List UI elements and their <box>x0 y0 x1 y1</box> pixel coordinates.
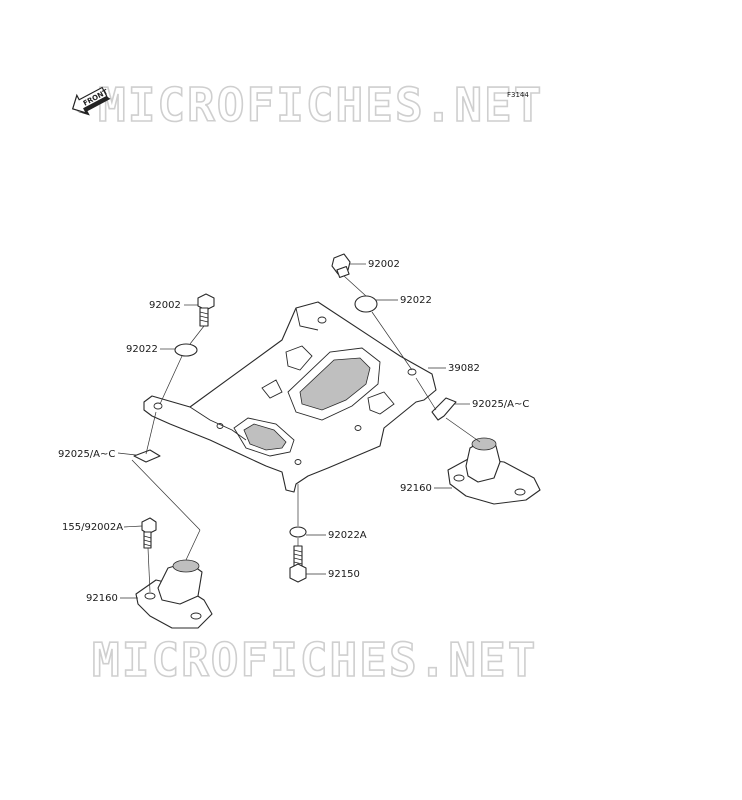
callout-92025-right: 92025/A~C <box>472 399 529 410</box>
clip-92025-right <box>431 397 457 421</box>
bolt-155-92002a <box>141 517 157 549</box>
callout-92022-top: 92022 <box>400 295 432 306</box>
leader-lines <box>117 263 470 599</box>
callout-92025-left: 92025/A~C <box>58 449 115 460</box>
callout-92002-top: 92002 <box>368 259 400 270</box>
diagram-code: F3144 <box>507 91 529 99</box>
watermark-bottom: MICROFICHES.NET <box>92 633 537 687</box>
callout-155-92002a: 155/92002A <box>62 522 123 533</box>
washer-92022-top <box>354 295 378 313</box>
engine-mount-92160-left <box>135 559 213 629</box>
assembly-lines <box>131 275 481 593</box>
callout-labels: 92002 92002 92022 92022 39082 92025/A~C … <box>58 259 529 604</box>
callout-92002-left: 92002 <box>149 300 181 311</box>
watermark-top: MICROFICHES.NET <box>98 78 543 132</box>
callout-39082: 39082 <box>448 363 480 374</box>
washer-92022-left <box>174 343 198 357</box>
callout-92160-left: 92160 <box>86 593 118 604</box>
callout-92022a: 92022A <box>328 530 367 541</box>
engine-mount-92160-right <box>447 437 541 505</box>
skid-plate-39082 <box>143 301 437 493</box>
bolt-92002-left <box>197 293 215 327</box>
bolt-92150 <box>289 545 307 583</box>
callout-92150: 92150 <box>328 569 360 580</box>
callout-92022-left: 92022 <box>126 344 158 355</box>
washer-92022a <box>289 526 307 538</box>
bolt-92002-top <box>331 253 351 279</box>
callout-92160-right: 92160 <box>400 483 432 494</box>
clip-92025-left <box>133 449 161 463</box>
